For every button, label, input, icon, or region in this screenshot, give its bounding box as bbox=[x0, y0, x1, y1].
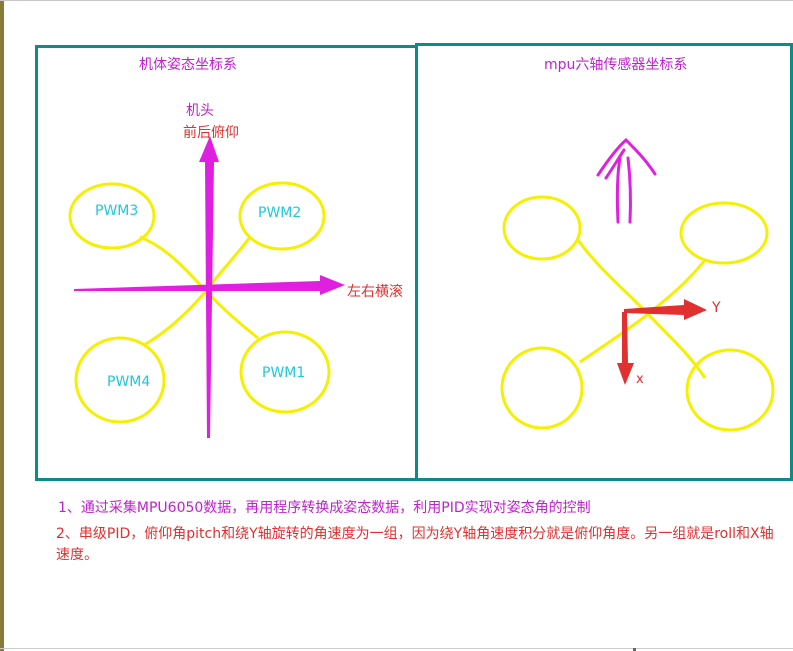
window-top-edge bbox=[0, 0, 793, 1]
y-axis-label: Y bbox=[712, 300, 721, 316]
roll-label: 左右横滚 bbox=[347, 284, 403, 300]
pwm1-label: PWM1 bbox=[262, 365, 306, 381]
arm-pwm1 bbox=[204, 289, 259, 340]
sensor-motor-bottom-right bbox=[685, 348, 775, 432]
body-frame-title: 机体姿态坐标系 bbox=[139, 57, 237, 73]
x-axis-label: x bbox=[636, 372, 644, 387]
body-axes bbox=[74, 136, 345, 438]
nose-label: 机头 bbox=[186, 103, 214, 119]
sensor-motor-top-right bbox=[679, 201, 769, 265]
sensor-arm-br bbox=[646, 312, 707, 379]
window-left-edge bbox=[0, 0, 4, 651]
note-line-2: 2、串级PID，俯仰角pitch和绕Y轴旋转的角速度为一组，因为绕Y轴角速度积分… bbox=[56, 526, 774, 563]
sensor-axes bbox=[617, 299, 707, 385]
up-direction-arrow bbox=[596, 137, 657, 224]
sensor-drone-drawing bbox=[500, 195, 775, 432]
sensor-motor-top-left bbox=[502, 195, 582, 261]
canvas-resize-handle[interactable] bbox=[633, 648, 636, 651]
sensor-motor-bottom-left bbox=[500, 346, 584, 430]
sensor-arm-bl bbox=[579, 312, 649, 364]
pwm2-label: PWM2 bbox=[258, 205, 302, 221]
motor-pwm1-circle bbox=[239, 330, 331, 414]
pwm3-label: PWM3 bbox=[95, 203, 139, 219]
note-line-1: 1、通过采集MPU6050数据，再用程序转换成姿态数据，利用PID实现对姿态角的… bbox=[58, 500, 591, 516]
pitch-label: 前后俯仰 bbox=[183, 125, 239, 141]
pwm4-label: PWM4 bbox=[107, 374, 151, 390]
arm-pwm4 bbox=[143, 290, 208, 347]
canvas-bottom-edge bbox=[0, 648, 793, 649]
motor-pwm4-circle bbox=[74, 336, 166, 424]
motor-pwm2-circle bbox=[238, 181, 326, 251]
sensor-frame-title: mpu六轴传感器坐标系 bbox=[544, 57, 688, 73]
y-axis-arrow bbox=[624, 299, 707, 320]
sensor-arm-tl bbox=[576, 239, 650, 316]
roll-axis-arrow bbox=[74, 275, 345, 295]
motor-pwm3-circle bbox=[68, 182, 156, 250]
arm-pwm3 bbox=[139, 235, 208, 293]
x-axis-arrow bbox=[617, 312, 634, 385]
sensor-frame-panel bbox=[415, 43, 793, 481]
